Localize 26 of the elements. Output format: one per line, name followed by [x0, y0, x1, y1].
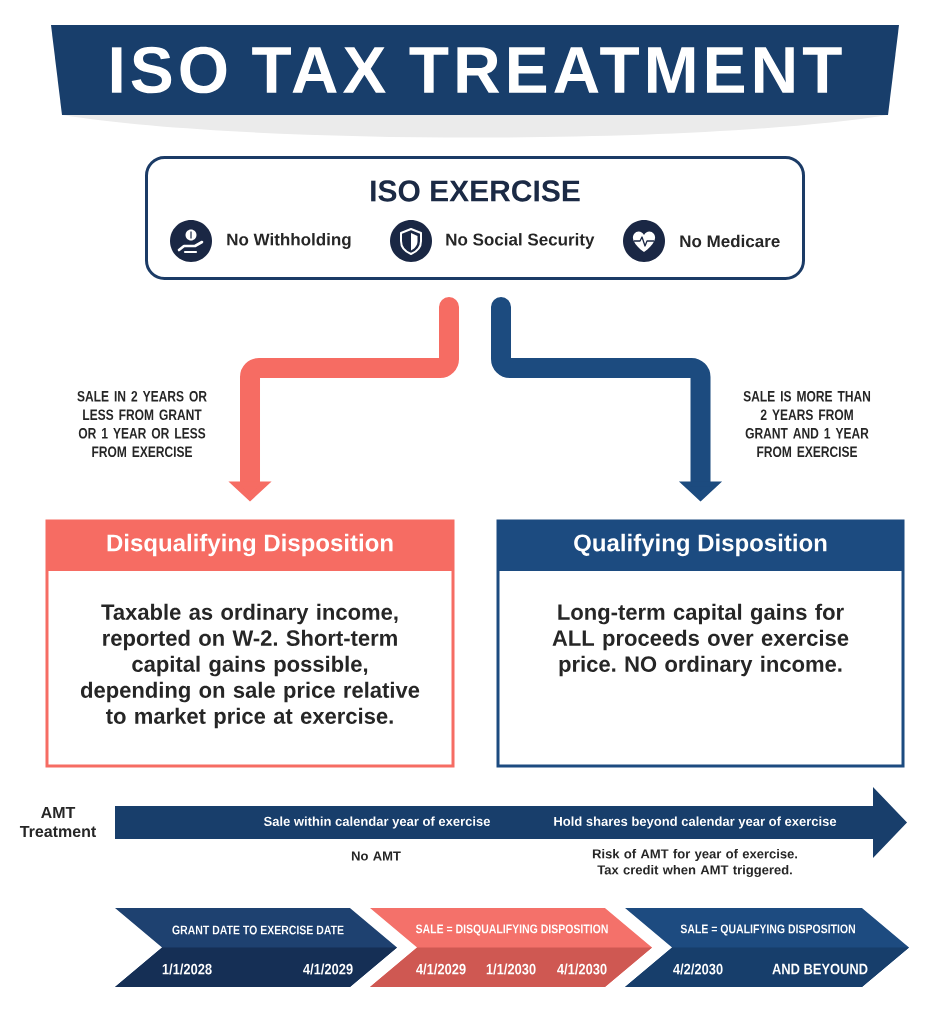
- item-text: No Social Security: [446, 233, 595, 249]
- date-text: 4/1/2029: [416, 963, 466, 975]
- item-text: No Medicare: [680, 234, 780, 248]
- note-text: No AMT: [351, 851, 401, 861]
- date-text: 4/1/2029: [303, 963, 353, 975]
- date-text: 1/1/2028: [162, 963, 212, 975]
- date-text: 4/2/2030: [673, 963, 723, 975]
- date-text: 1/1/2030: [486, 963, 536, 975]
- box-heading: ISO EXERCISE: [371, 180, 580, 202]
- header-band: Disqualifying Disposition: [47, 521, 453, 571]
- side-label: AMT Treatment: [19, 806, 97, 838]
- item-text: No Withholding: [227, 233, 351, 249]
- edge-label: SALE IN 2 YEARS OR LESS FROM GRANT OR 1 YEAR OR LESS FROM EXERCISE: [75, 390, 209, 458]
- band-heading: SALE = DISQUALIFYING DISPOSITION: [415, 924, 608, 936]
- band-text: Sale within calendar year of exercise: [263, 816, 490, 829]
- note-text: Risk of AMT for year of exercise. Tax credit when AMT triggered.: [592, 848, 798, 878]
- band-text: Hold shares beyond calendar year of exercise: [554, 816, 837, 829]
- title-banner: ISO TAX TREATMENT: [51, 25, 899, 115]
- body-text: Taxable as ordinary income, reported on W-2. Short-term capital gains possible, depending on sale price relative to market price at exercise.: [80, 603, 420, 729]
- header-band: Qualifying Disposition: [498, 521, 903, 571]
- band-heading: GRANT DATE TO EXERCISE DATE: [172, 925, 344, 935]
- edge-label: SALE IS MORE THAN 2 YEARS FROM GRANT AND 1 YEAR FROM EXERCISE: [742, 390, 872, 458]
- body-text: Long-term capital gains for ALL proceeds over exercise price. NO ordinary income.: [552, 603, 849, 677]
- date-text: 4/1/2030: [557, 963, 607, 975]
- date-text: AND BEYOUND: [772, 963, 868, 975]
- band-heading: SALE = QUALIFYING DISPOSITION: [680, 924, 855, 936]
